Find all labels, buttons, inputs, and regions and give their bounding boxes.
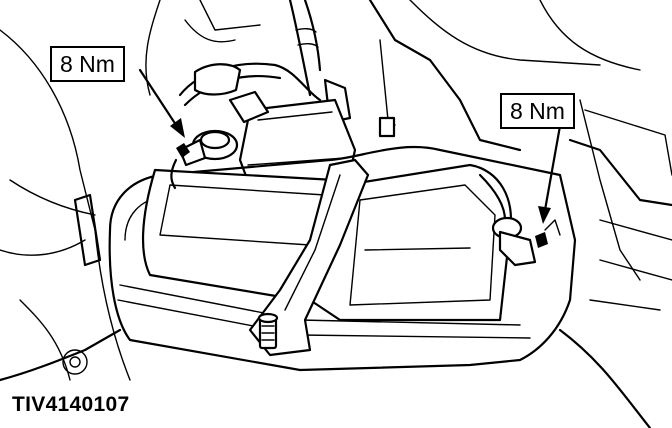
- leader-arrows: [138, 68, 562, 224]
- engine-bay-structure: [0, 0, 261, 382]
- negative-terminal: [170, 129, 239, 190]
- positive-terminal: [478, 173, 561, 267]
- torque-callout-right: 8 Nm: [500, 93, 575, 129]
- hold-down-bolt: [257, 312, 279, 350]
- hold-down-clamp: [248, 158, 370, 357]
- wiring-harness: [178, 0, 352, 124]
- right-bay-structure: [368, 0, 672, 428]
- figure-id: TIV4140107: [12, 393, 130, 416]
- battery: [141, 163, 513, 322]
- torque-callout-left: 8 Nm: [50, 46, 125, 82]
